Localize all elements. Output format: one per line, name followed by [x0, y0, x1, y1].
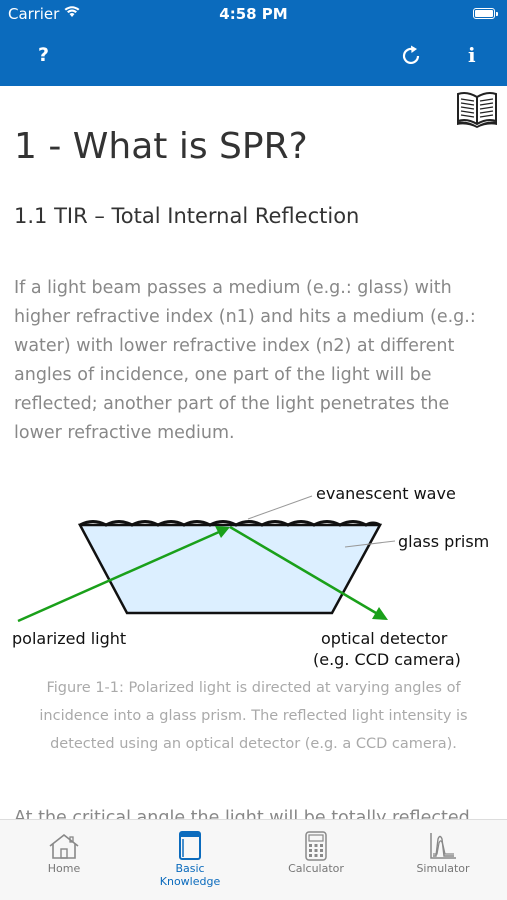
carrier-label: Carrier [8, 5, 60, 23]
tab-simulator[interactable]: Simulator [380, 830, 506, 875]
wifi-icon [64, 6, 80, 17]
simulator-chart-icon [430, 833, 456, 859]
tab-basic-knowledge-label: Basic Knowledge [159, 862, 221, 888]
tab-calculator-label: Calculator [288, 862, 344, 875]
tab-calculator[interactable]: Calculator [253, 830, 379, 875]
label-glass-prism: glass prism [398, 532, 489, 551]
open-book-icon[interactable] [455, 89, 499, 129]
section-subtitle: 1.1 TIR – Total Internal Reflection [14, 204, 360, 228]
calculator-icon [305, 831, 327, 861]
status-bar: Carrier 4:58 PM [0, 0, 507, 28]
glass-prism-shape [77, 523, 383, 615]
figure-caption: Figure 1-1: Polarized light is directed … [39, 680, 468, 752]
reflected-beam [229, 525, 377, 615]
label-polarized-light: polarized light [12, 629, 126, 648]
scroll-content[interactable]: 1 - What is SPR? 1.1 TIR – Total Interna… [0, 86, 507, 822]
evanescent-wave [79, 520, 381, 527]
battery-icon [473, 8, 498, 19]
book-icon [179, 831, 201, 860]
label-detector-example: (e.g. CCD camera) [313, 650, 461, 669]
tab-basic-knowledge[interactable]: Basic Knowledge [127, 830, 253, 888]
tab-home[interactable]: Home [1, 830, 127, 875]
next-paragraph-peek: At the critical angle the light will be … [14, 808, 470, 822]
label-evanescent-wave: evanescent wave [316, 484, 456, 503]
body-paragraph: If a light beam passes a medium (e.g.: g… [14, 278, 476, 443]
incident-beam [17, 530, 220, 623]
refresh-icon[interactable] [398, 43, 424, 69]
label-optical-detector: optical detector [321, 629, 448, 648]
tab-bar: Home Basic Knowledge Calculator [0, 819, 507, 900]
status-time: 4:58 PM [219, 5, 288, 23]
tab-home-label: Home [47, 862, 81, 875]
help-button[interactable]: ? [38, 44, 50, 66]
home-icon [49, 833, 79, 859]
page-title: 1 - What is SPR? [14, 126, 308, 167]
info-button[interactable]: i [468, 43, 476, 67]
navigation-bar: ? i [0, 28, 507, 86]
tab-simulator-label: Simulator [416, 862, 470, 875]
tir-diagram: evanescent wave glass prism polarized li… [12, 484, 489, 669]
